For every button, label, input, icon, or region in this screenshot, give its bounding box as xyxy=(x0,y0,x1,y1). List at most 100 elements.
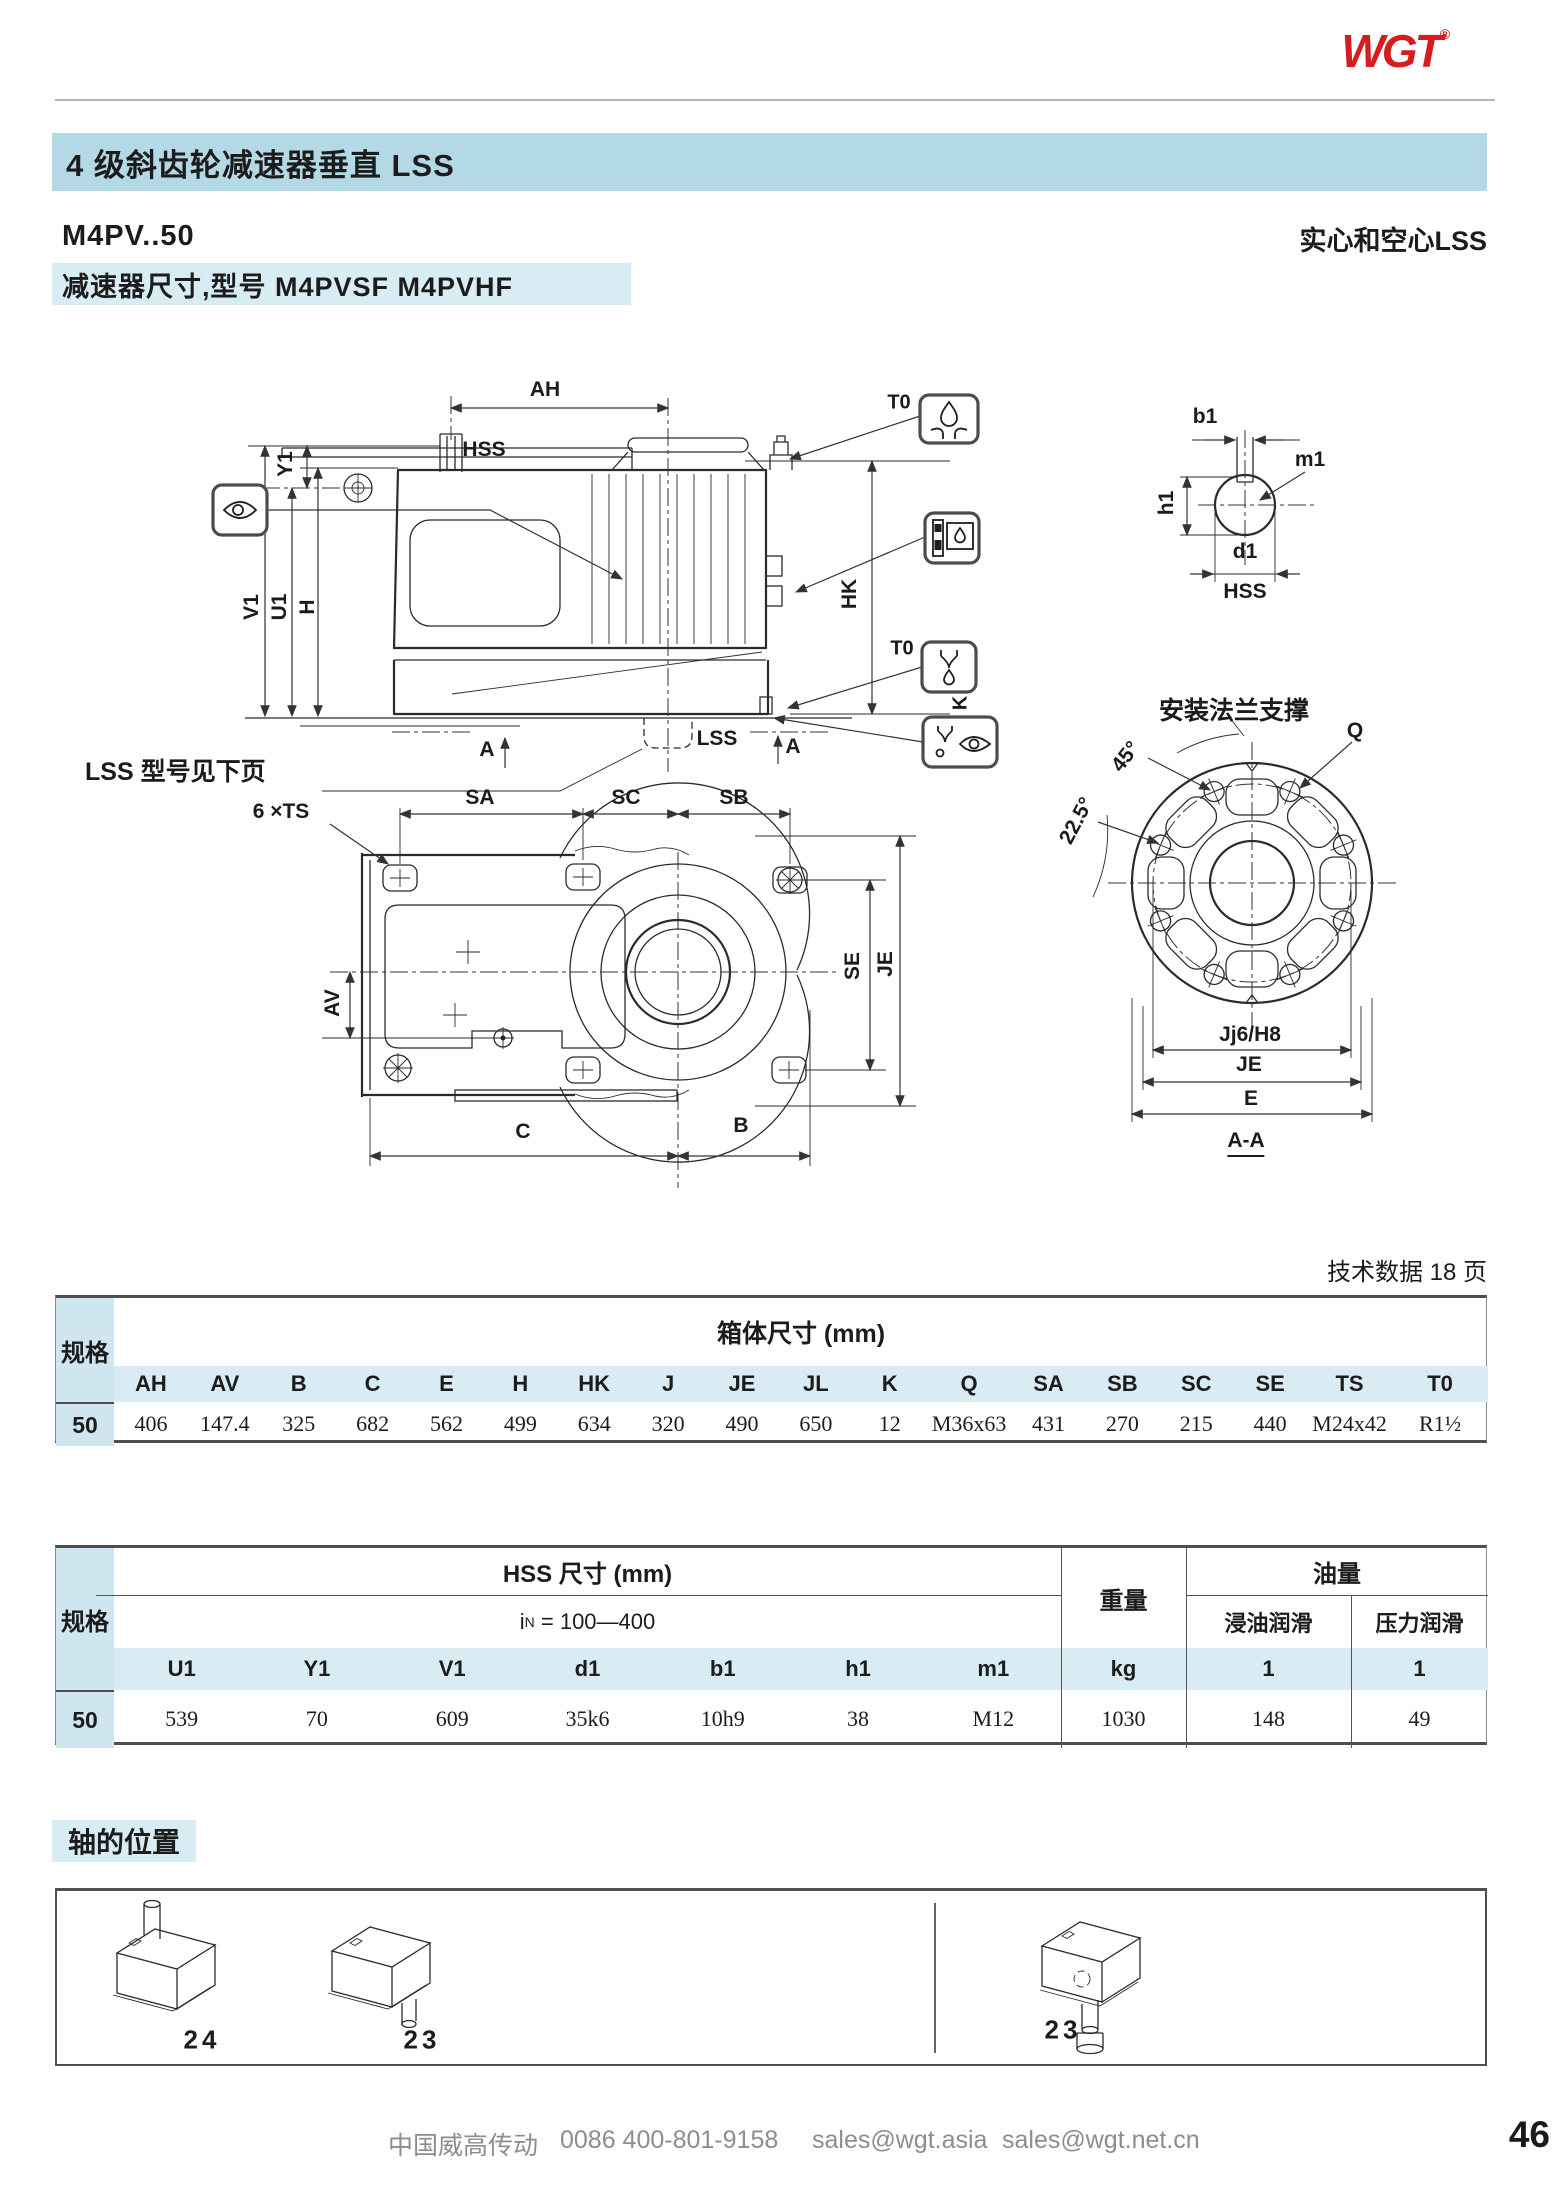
spec-header: 规格 xyxy=(61,1608,109,1636)
dim-label-je-top: JE xyxy=(874,951,897,977)
dim-label-y1: Y1 xyxy=(274,451,297,477)
table1-group-header: 箱体尺寸 (mm) xyxy=(716,1320,886,1348)
table1-data-row: 406 147.4 325 682 562 499 634 320 490 65… xyxy=(114,1402,1488,1446)
t1-col: SC xyxy=(1180,1371,1212,1396)
t1-col: C xyxy=(364,1371,381,1396)
section-marker-a-left: A xyxy=(479,738,495,761)
dim-label-m1: m1 xyxy=(1294,448,1326,471)
spec-column-bg xyxy=(56,1548,114,1748)
dim-label-6xts: 6 ×TS xyxy=(252,800,310,823)
footer-email-asia[interactable]: sales@wgt.asia xyxy=(812,2126,988,2154)
dim-label-b: B xyxy=(733,1114,749,1137)
unit-row-bg xyxy=(114,1648,1488,1690)
t2-val: 38 xyxy=(847,1706,870,1731)
spec-column-bg xyxy=(56,1298,114,1446)
t1-col: SB xyxy=(1107,1371,1138,1396)
dim-label-c: C xyxy=(515,1120,531,1143)
hss-column-headers: U1 Y1 V1 d1 b1 h1 m1 xyxy=(114,1648,1061,1690)
shaft-type-note: 实心和空心LSS xyxy=(1299,226,1487,256)
oil-col-splash: 浸油润滑 xyxy=(1224,1610,1313,1636)
t2-col: V1 xyxy=(438,1656,466,1681)
page-number: 46 xyxy=(1508,2114,1550,2155)
t2-col: m1 xyxy=(977,1656,1010,1681)
t1-val: 320 xyxy=(651,1411,685,1436)
top-view xyxy=(322,782,916,1188)
t2-col: d1 xyxy=(574,1656,601,1681)
t2-col: Y1 xyxy=(303,1656,331,1681)
weight-value: 1030 xyxy=(1101,1706,1146,1731)
spec-value: 50 xyxy=(56,1690,114,1748)
t1-col: B xyxy=(290,1371,307,1396)
t1-col: SE xyxy=(1255,1371,1285,1396)
t2-val: M12 xyxy=(972,1706,1015,1731)
hollow-shaft-down-drawing xyxy=(1039,1921,1142,2055)
model-code: M4PV..50 xyxy=(62,220,195,252)
inspection-eye-icon xyxy=(211,483,269,537)
breather-valve-icon xyxy=(918,393,980,445)
dim-label-je-flange: JE xyxy=(1236,1053,1262,1076)
t1-col: AV xyxy=(210,1371,240,1396)
oil-value-splash: 148 xyxy=(1252,1706,1285,1731)
dim-label-u1: U1 xyxy=(268,593,291,621)
oil-divider xyxy=(1351,1595,1352,1748)
section-title-bar: 4 级斜齿轮减速器垂直 LSS xyxy=(52,133,1487,191)
label-t0-bottom: T0 xyxy=(890,637,914,660)
label-t0-top: T0 xyxy=(887,391,911,414)
t2-val: 70 xyxy=(305,1706,328,1731)
spec-value: 50 xyxy=(56,1402,114,1446)
oil-group-header: 油量 xyxy=(1313,1561,1361,1588)
position-label-23: 23 xyxy=(403,2024,441,2055)
t1-val: 325 xyxy=(282,1411,316,1436)
t1-col: J xyxy=(661,1371,675,1396)
dim-label-b1: b1 xyxy=(1192,405,1218,428)
oil-drain-icon xyxy=(920,640,978,694)
t1-val: 147.4 xyxy=(200,1411,250,1436)
t1-col: AH xyxy=(135,1371,167,1396)
technical-drawing xyxy=(211,393,1400,1188)
brand-logo: WGT® xyxy=(1250,24,1450,78)
oil-header-underline xyxy=(1186,1595,1488,1596)
tech-data-note: 技术数据 18 页 xyxy=(1326,1259,1487,1286)
t1-col: SA xyxy=(1033,1371,1064,1396)
dim-label-h1: h1 xyxy=(1155,490,1178,516)
t1-val: M24x42 xyxy=(1312,1411,1387,1436)
dim-label-fit: Jj6/H8 xyxy=(1219,1023,1281,1046)
dim-label-v1: V1 xyxy=(240,594,263,620)
drain-sight-icon xyxy=(921,715,999,769)
shaft-down-drawing xyxy=(327,1926,432,2029)
dim-label-h: H xyxy=(296,599,319,615)
position-label-24: 24 xyxy=(183,2024,221,2055)
dim-label-e: E xyxy=(1243,1087,1259,1110)
t1-val: 490 xyxy=(725,1411,759,1436)
t1-col: JL xyxy=(802,1371,829,1396)
lss-note: LSS 型号见下页 xyxy=(85,758,266,786)
spec-header: 规格 xyxy=(61,1339,109,1367)
label-lss: LSS xyxy=(696,727,738,750)
t1-val: 406 xyxy=(134,1411,168,1436)
ratio-sub: N xyxy=(524,1613,535,1630)
shaft-position-drawings xyxy=(112,1899,1142,2055)
t2-val: 539 xyxy=(165,1706,199,1731)
t1-val: 650 xyxy=(799,1411,833,1436)
shaft-up-drawing xyxy=(112,1899,217,2012)
t2-col: U1 xyxy=(167,1656,196,1681)
dim-label-ah: AH xyxy=(529,378,561,401)
t1-val: R1½ xyxy=(1418,1411,1462,1436)
t1-val: 270 xyxy=(1105,1411,1139,1436)
subtitle-highlight: 减速器尺寸,型号 M4PVSF M4PVHF xyxy=(52,263,631,305)
t1-col: E xyxy=(439,1371,454,1396)
dim-label-hss: HSS xyxy=(462,438,506,461)
side-view xyxy=(232,396,950,792)
t1-col: T0 xyxy=(1427,1371,1453,1396)
footer-email-cn[interactable]: sales@wgt.net.cn xyxy=(1002,2126,1200,2154)
t2-val: 35k6 xyxy=(565,1706,610,1731)
oil-unit-splash: 1 xyxy=(1262,1656,1275,1681)
section-label-aa: A-A xyxy=(1227,1129,1265,1157)
t1-val: 12 xyxy=(878,1411,901,1436)
shaft-position-title: 轴的位置 xyxy=(52,1820,197,1862)
label-k: K xyxy=(949,695,972,711)
hss-data-row: 539 70 609 35k6 10h9 38 M12 xyxy=(114,1690,1061,1748)
dim-label-q: Q xyxy=(1346,719,1364,742)
